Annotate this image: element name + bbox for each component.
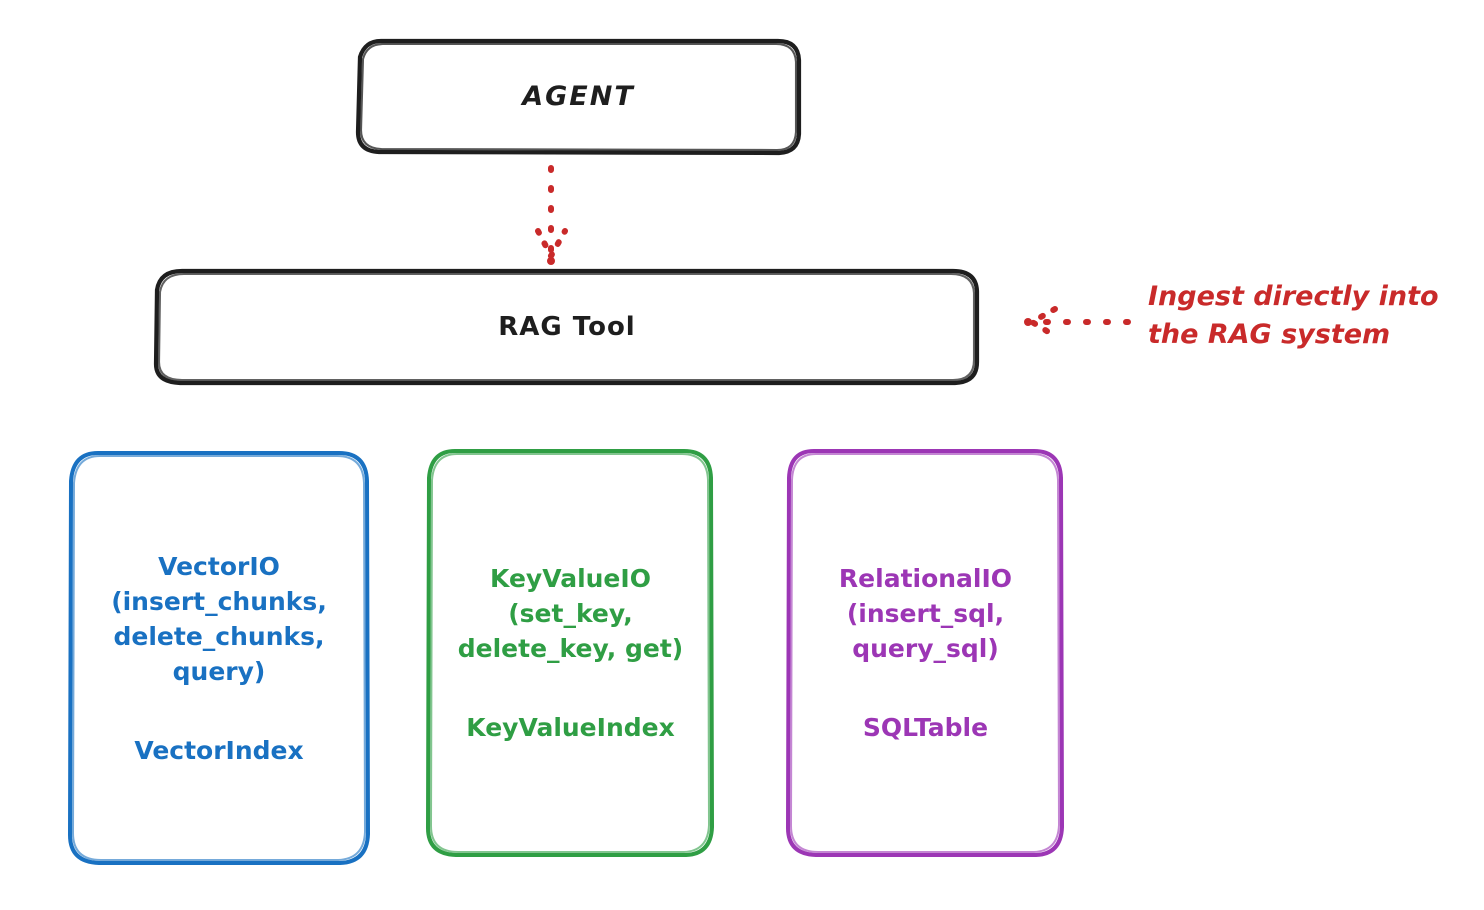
connector-annotation-to-rag-tool [1024,306,1131,339]
node-vector-io[interactable]: VectorIO (insert_chunks, delete_chunks, … [70,452,368,864]
node-key-value-io[interactable]: KeyValueIO (set_key, delete_key, get) Ke… [428,450,713,856]
agent-label: AGENT [522,81,635,112]
rag-tool-label: RAG Tool [498,311,636,342]
relational-io-index-label: SQLTable [862,713,989,742]
vector-io-api-label: VectorIO (insert_chunks, delete_chunks, … [111,551,327,686]
connector-agent-to-rag-tool [535,165,568,265]
vector-io-index-label: VectorIndex [134,735,304,765]
node-rag-tool[interactable]: RAG Tool [156,270,978,383]
key-value-io-box-outline [426,449,714,857]
annotation-ingest-label: Ingest directly into the RAG system [1148,281,1439,350]
rag-tool-box-outline [153,268,980,386]
relational-io-api-label: RelationalIO (insert_sql, query_sql) [838,564,1013,663]
relational-io-box-outline [786,449,1064,857]
key-value-io-api-label: KeyValueIO (set_key, delete_key, get) [457,564,684,663]
node-agent[interactable]: AGENT [357,40,800,153]
vector-io-box-outline [68,451,370,865]
agent-box-outline [355,38,802,156]
node-relational-io[interactable]: RelationalIO (insert_sql, query_sql) SQL… [788,450,1063,856]
key-value-io-index-label: KeyValueIndex [466,713,675,742]
